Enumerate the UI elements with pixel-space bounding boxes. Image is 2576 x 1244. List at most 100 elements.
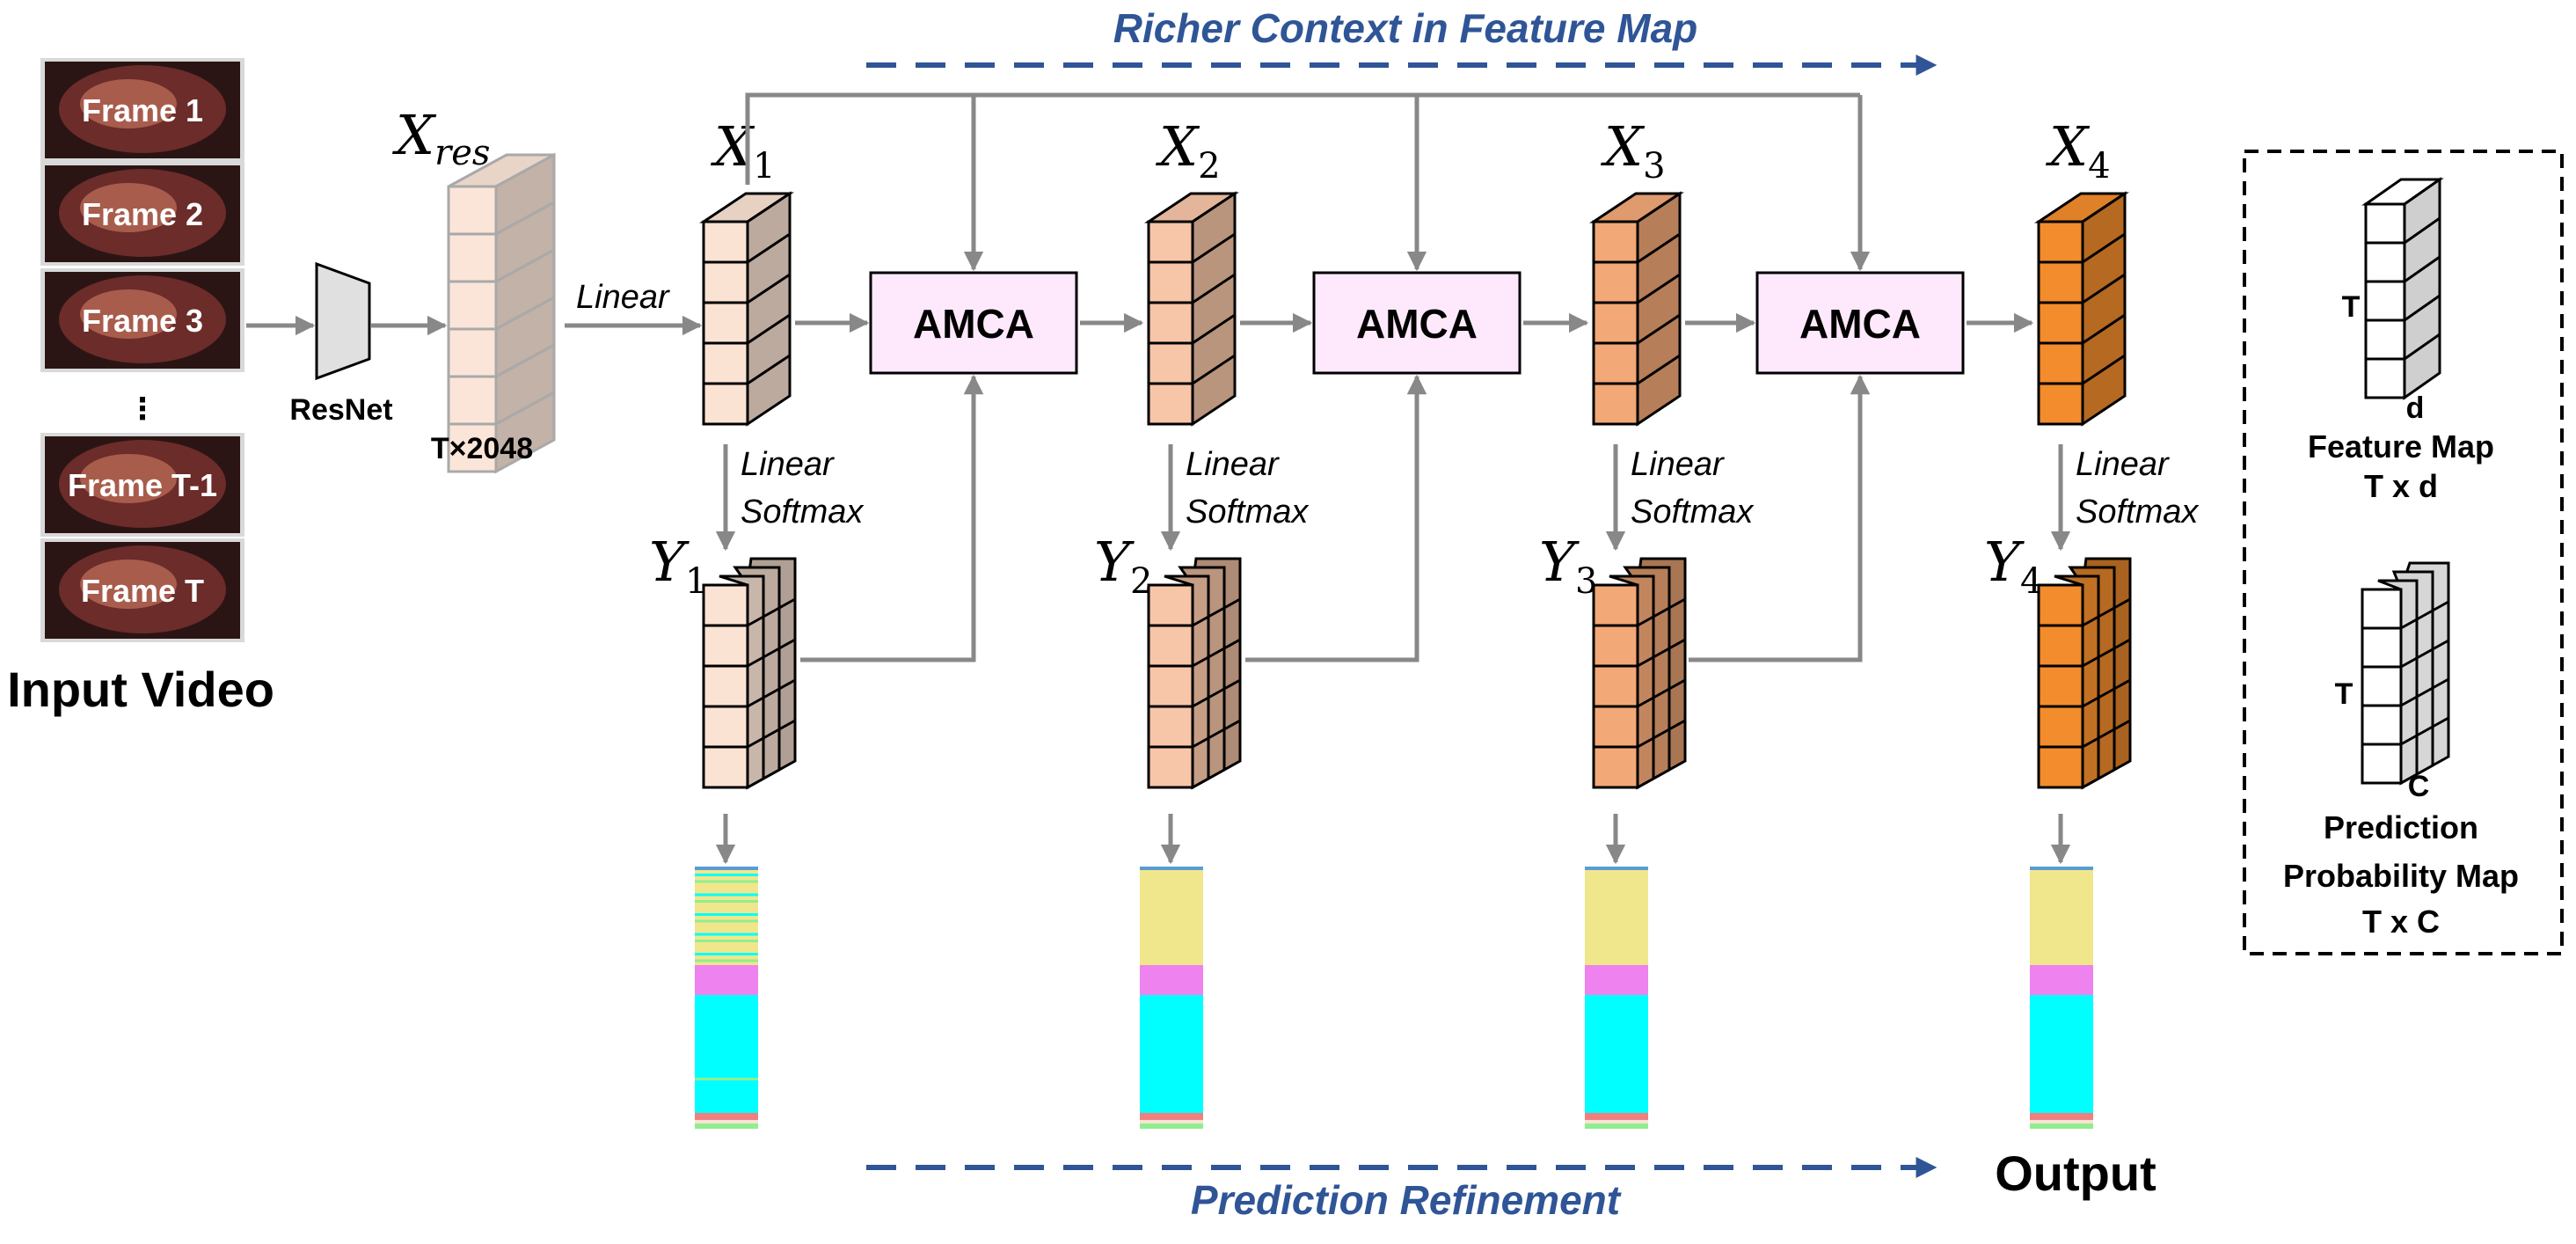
segment-peach bbox=[1140, 1120, 1203, 1123]
column-side-line bbox=[2404, 294, 2441, 322]
pred-layer-line bbox=[778, 678, 796, 691]
pred-cell bbox=[2361, 704, 2403, 746]
pred-layer-line bbox=[1208, 606, 1225, 618]
pred-layer-line bbox=[1668, 638, 1686, 650]
pred-cell bbox=[1592, 583, 1639, 627]
pred-cell bbox=[1147, 624, 1194, 668]
legend-pred-title-1: Prediction bbox=[2324, 809, 2478, 845]
pred-layer-line bbox=[1192, 736, 1209, 749]
column-side-face bbox=[2403, 177, 2441, 400]
pred-layer-line bbox=[778, 719, 796, 731]
pred-layer-line bbox=[1637, 655, 1654, 668]
segment-cyan bbox=[1585, 995, 1648, 1113]
input-video-caption: Input Video bbox=[7, 662, 274, 717]
segment-yellow bbox=[1140, 870, 1203, 965]
frame-label: Frame 3 bbox=[82, 303, 203, 339]
column-side-line bbox=[1192, 313, 1236, 345]
legend-box bbox=[2243, 150, 2564, 955]
feature-map-x3 bbox=[1589, 191, 1684, 427]
pred-cell bbox=[702, 705, 749, 749]
prediction-map-y3 bbox=[1592, 557, 1687, 790]
pred-layer-line bbox=[2400, 734, 2418, 746]
feature-map-x4 bbox=[2034, 191, 2129, 427]
legend-feature-title: Feature Map bbox=[2308, 428, 2494, 465]
segment-noise bbox=[695, 959, 758, 962]
pred-cell bbox=[2361, 588, 2403, 630]
column-cell bbox=[702, 260, 749, 304]
frame-highlight bbox=[80, 560, 177, 609]
pred-cell bbox=[1147, 583, 1194, 627]
column-side-line bbox=[1192, 273, 1236, 304]
column-side-line bbox=[1192, 354, 1236, 385]
xres-column bbox=[447, 152, 556, 474]
pred-layer-line bbox=[1668, 719, 1686, 731]
bottom-banner-text: Prediction Refinement bbox=[1191, 1177, 1622, 1223]
amca-label: AMCA bbox=[913, 301, 1034, 347]
pred-layer-line bbox=[1653, 728, 1670, 740]
segment-noise bbox=[695, 946, 758, 949]
column-cell bbox=[702, 220, 749, 264]
column-cell bbox=[2037, 220, 2084, 264]
head-softmax-label: Softmax bbox=[1186, 494, 1310, 531]
pred-cell bbox=[702, 664, 749, 708]
frame-highlight bbox=[80, 183, 177, 232]
legend-feature-dims: T x d bbox=[2364, 468, 2438, 504]
segment-peach bbox=[695, 1120, 758, 1123]
pred-layer-line bbox=[778, 597, 796, 610]
frame-thumbnail: Frame 3 bbox=[40, 268, 244, 372]
column-side-line bbox=[747, 354, 791, 385]
pred-layer-line bbox=[763, 606, 780, 618]
column-side-line bbox=[747, 232, 791, 264]
pred-layer-line bbox=[1223, 678, 1241, 691]
pred-cell bbox=[2037, 745, 2084, 789]
column-cell bbox=[702, 341, 749, 385]
segment-green bbox=[1140, 1123, 1203, 1129]
column-cell bbox=[447, 185, 498, 236]
column-side-line bbox=[2082, 354, 2126, 385]
pred-layer-line bbox=[1208, 728, 1225, 740]
column-cell bbox=[1147, 220, 1194, 264]
column-cell bbox=[2037, 301, 2084, 345]
pred-layer-line bbox=[1208, 647, 1225, 659]
column-cell bbox=[1147, 382, 1194, 426]
column-cell bbox=[702, 382, 749, 426]
segmentation-bar-2 bbox=[1140, 867, 1203, 1129]
y-label-4: Y4 bbox=[1984, 530, 2042, 602]
prediction-map-y2 bbox=[1147, 557, 1242, 790]
pred-layer-line bbox=[2098, 728, 2115, 740]
legend-pred-column bbox=[2361, 561, 2450, 786]
frame-label: Frame T-1 bbox=[68, 467, 217, 503]
segment-blue bbox=[2030, 867, 2093, 870]
column-cell bbox=[447, 280, 498, 331]
y-label-2: Y2 bbox=[1094, 530, 1152, 602]
head-linear-label: Linear bbox=[1186, 446, 1280, 483]
legend-feature-d: d bbox=[2406, 391, 2425, 425]
frame-thumbnail: Frame 2 bbox=[40, 162, 244, 266]
pred-layer-line bbox=[1637, 696, 1654, 708]
pred-layer-line bbox=[1668, 597, 1686, 610]
column-cell bbox=[447, 232, 498, 283]
column-cell bbox=[1147, 301, 1194, 345]
head-softmax-label: Softmax bbox=[2076, 494, 2200, 531]
column-side-line bbox=[2082, 232, 2126, 264]
frame-highlight bbox=[80, 79, 177, 128]
xres-symbol: Xres bbox=[392, 103, 490, 173]
column-side-face bbox=[2081, 191, 2127, 427]
segment-green bbox=[1585, 1123, 1648, 1129]
pred-layer-line bbox=[1653, 687, 1670, 699]
pred-layer-line bbox=[1223, 638, 1241, 650]
arrow-y-to-amca-1 bbox=[800, 374, 984, 662]
segment-red bbox=[1585, 1113, 1648, 1120]
pred-cell bbox=[2037, 664, 2084, 708]
column-side-line bbox=[747, 273, 791, 304]
segment-noise bbox=[695, 880, 758, 883]
segment-blue bbox=[1585, 867, 1648, 870]
column-side-line bbox=[2082, 313, 2126, 345]
segment-peach bbox=[1585, 1120, 1648, 1123]
column-side-line bbox=[1637, 354, 1681, 385]
column-cell bbox=[1592, 260, 1639, 304]
pred-layer-line bbox=[747, 696, 764, 708]
column-side-line bbox=[495, 201, 555, 236]
column-side-face bbox=[1636, 191, 1682, 427]
